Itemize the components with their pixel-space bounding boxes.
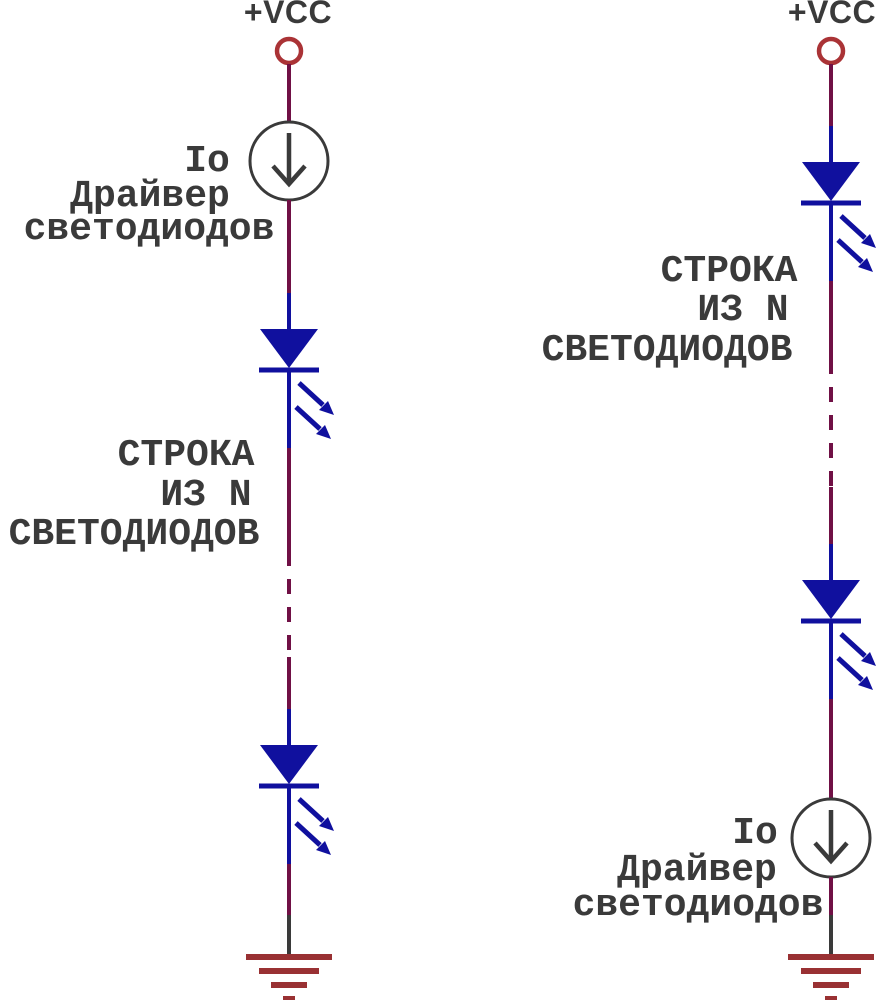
current-source-icon [250,122,328,200]
led-icon [801,126,876,281]
vcc-terminal-icon [274,36,304,66]
driver-name-line2: светодиодов [572,884,824,927]
led-icon [259,709,334,864]
driver-current-label: Io [732,812,778,855]
ground-icon [246,915,332,999]
left-circuit [246,36,334,999]
led-string-label-line2: ИЗ N [160,474,252,517]
right-circuit [788,36,876,999]
ground-icon [788,915,874,999]
driver-name-line1: Драйвер [617,849,777,892]
driver-name-line1: Драйвер [70,175,230,218]
led-string-label-line2: ИЗ N [697,289,789,332]
led-string-label-line1: СТРОКА [660,250,798,293]
led-string-label-line1: СТРОКА [117,434,255,477]
led-string-label-line3: СВЕТОДИОДОВ [8,513,260,556]
current-source-icon [792,799,870,877]
led-icon [259,293,334,448]
led-string-label-line3: СВЕТОДИОДОВ [541,329,793,372]
driver-current-label: Io [184,140,230,183]
led-icon [801,544,876,699]
vcc-label: +VCC [243,0,333,30]
vcc-label: +VCC [787,0,876,30]
driver-name-line2: светодиодов [23,208,275,251]
vcc-terminal-icon [816,36,846,66]
